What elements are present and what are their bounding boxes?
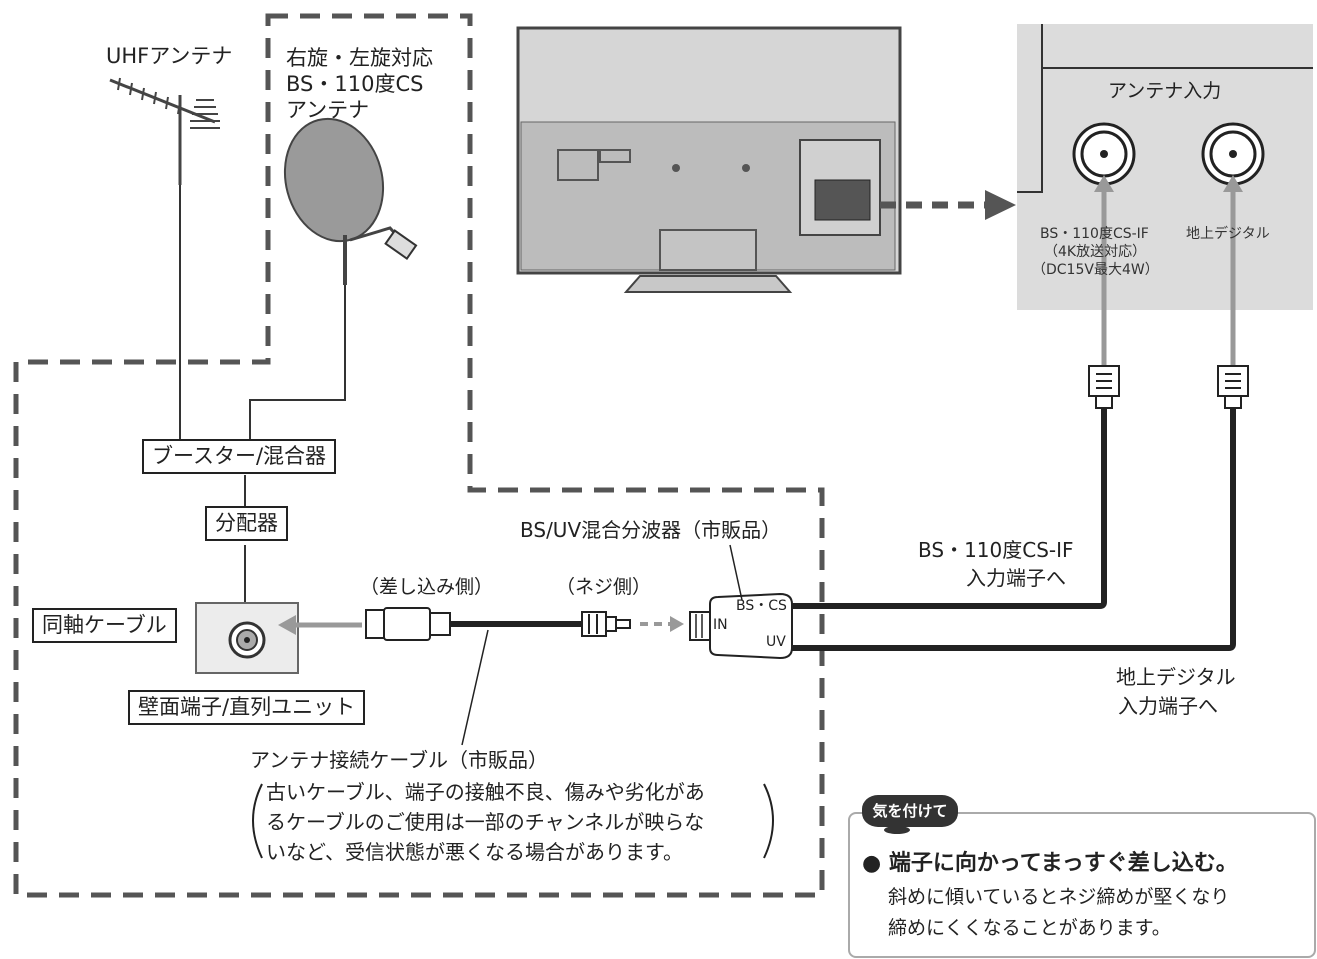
booster-mixer-box: ブースター/混合器 — [142, 439, 337, 475]
splitter-port-bscs: BS・CS — [736, 598, 787, 614]
bs-antenna-dish-icon — [283, 117, 418, 285]
cable-note-line1: 古いケーブル、端子の接触不良、傷みや劣化があ — [266, 780, 705, 804]
dashed-region-outline — [13, 13, 825, 898]
coax-cable-box: 同軸ケーブル — [32, 608, 177, 644]
antenna-input-panel — [1017, 24, 1313, 310]
bs-input-terminal-icon — [1072, 122, 1136, 186]
screw-side-label: （ネジ側） — [556, 576, 652, 598]
screw-arrow-head — [670, 616, 684, 632]
bs-antenna-label-line3: アンテナ — [286, 98, 370, 122]
bs-antenna-cable — [249, 285, 346, 440]
terrestrial-terminal-label: 地上デジタル — [1186, 226, 1270, 242]
wall-outlet-icon — [195, 602, 299, 674]
note-right-paren — [763, 783, 774, 859]
bs-terminal-label-line3: （DC15V最大4W） — [1032, 262, 1159, 278]
splitter-name-label: BS/UV混合分波器（市販品） — [520, 518, 782, 542]
cable-note-title: アンテナ接続ケーブル（市販品） — [250, 748, 548, 772]
splitter-port-uv: UV — [766, 634, 786, 650]
caution-title: ● 端子に向かってまっすぐ差し込む。 — [862, 851, 1238, 876]
bs-antenna-label-line2: BS・110度CS — [286, 72, 424, 96]
uv-output-label-line1: 地上デジタル — [1116, 665, 1236, 689]
wall-terminal-box: 壁面端子/直列ユニット — [128, 690, 366, 726]
bs-terminal-label-line1: BS・110度CS-IF — [1040, 226, 1149, 242]
caution-body: 斜めに傾いているとネジ締めが堅くなり 締めにくくなることがあります。 — [888, 882, 1229, 944]
terrestrial-f-connector-icon — [1217, 365, 1249, 409]
antenna-input-title: アンテナ入力 — [1108, 80, 1222, 102]
terrestrial-input-terminal-icon — [1201, 122, 1265, 186]
uv-output-cable — [790, 408, 1236, 651]
terrestrial-connector-up-arrow — [1223, 175, 1243, 365]
plug-insert-arrow — [278, 615, 362, 635]
caution-box — [848, 812, 1316, 958]
bs-terminal-label-line2: （4K放送対応） — [1044, 244, 1147, 260]
bs-output-label-line2: 入力端子へ — [966, 566, 1066, 590]
uhf-antenna-icon — [109, 77, 220, 185]
bs-connector-up-arrow — [1094, 175, 1114, 365]
screw-connector-icon — [581, 611, 631, 637]
uv-output-label-line2: 入力端子へ — [1118, 694, 1218, 718]
tv-rear-icon — [516, 26, 902, 293]
zoom-arrow-head — [985, 190, 1016, 220]
caution-badge-tail — [884, 826, 910, 834]
plug-connector-icon — [365, 607, 451, 641]
splitter-leader-line — [729, 544, 743, 601]
bs-output-cable — [790, 408, 1107, 609]
splitter-box: 分配器 — [205, 506, 288, 542]
caution-badge: 気を付けて — [862, 795, 958, 827]
caution-line1: 斜めに傾いているとネジ締めが堅くなり — [888, 886, 1230, 908]
cable-note-line2: るケーブルのご使用は一部のチャンネルが映らな — [266, 810, 705, 834]
plug-side-label: （差し込み側） — [360, 576, 494, 598]
cable-leader-line — [461, 629, 489, 746]
cable-note-line3: いなど、受信状態が悪くなる場合があります。 — [266, 840, 683, 864]
bs-f-connector-icon — [1088, 365, 1120, 409]
bs-uv-splitter-icon — [689, 592, 793, 660]
note-left-paren — [252, 783, 263, 859]
splitter-port-in: IN — [713, 617, 728, 633]
caution-line2: 締めにくくなることがあります。 — [888, 917, 1171, 939]
bs-output-label-line1: BS・110度CS-IF — [918, 538, 1074, 562]
bs-antenna-label-line1: 右旋・左旋対応 — [286, 46, 433, 70]
uhf-antenna-label: UHFアンテナ — [106, 44, 233, 68]
